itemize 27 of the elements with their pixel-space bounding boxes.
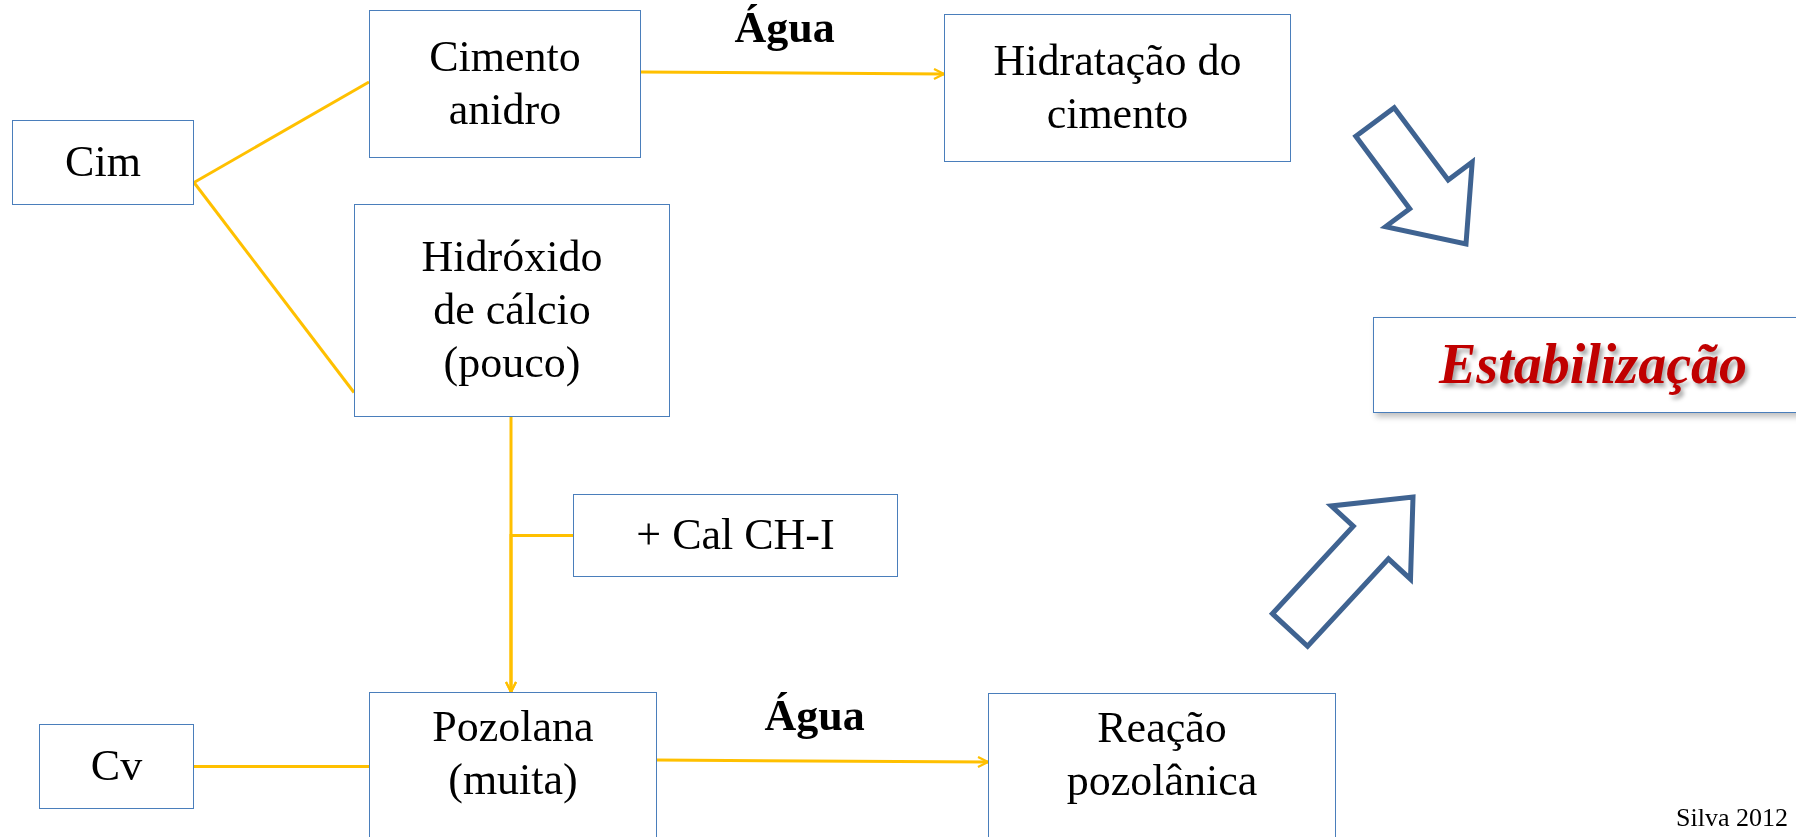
node-text: Cimento anidro <box>428 31 582 136</box>
process-box <box>12 120 194 205</box>
block-arrow <box>1268 494 1416 650</box>
connector-line <box>193 80 370 184</box>
process-box <box>944 14 1291 162</box>
node-text: Cim <box>65 136 141 189</box>
node-text: + Cal CH-I <box>636 509 835 562</box>
block-arrow <box>1352 104 1476 248</box>
arrow <box>641 67 946 81</box>
node-text: Reação pozolânica <box>1065 702 1259 807</box>
connector-line <box>194 765 369 768</box>
process-box <box>39 724 194 809</box>
process-box <box>354 204 670 417</box>
node-text: Pozolana (muita) <box>431 701 595 806</box>
node-text: Hidratação do cimento <box>992 35 1243 140</box>
process-box <box>1373 317 1796 413</box>
arrow <box>657 755 990 769</box>
arrow <box>504 534 573 694</box>
node-text: Hidróxido de cálcio (pouco) <box>420 231 604 389</box>
process-box <box>369 10 641 158</box>
result-text: Estabilização <box>1439 332 1747 398</box>
source-note: Silva 2012 <box>1676 803 1788 833</box>
process-box <box>573 494 898 577</box>
connector-line <box>192 181 356 394</box>
process-box <box>369 692 657 837</box>
node-text: Cv <box>90 740 143 793</box>
process-box <box>988 693 1336 837</box>
